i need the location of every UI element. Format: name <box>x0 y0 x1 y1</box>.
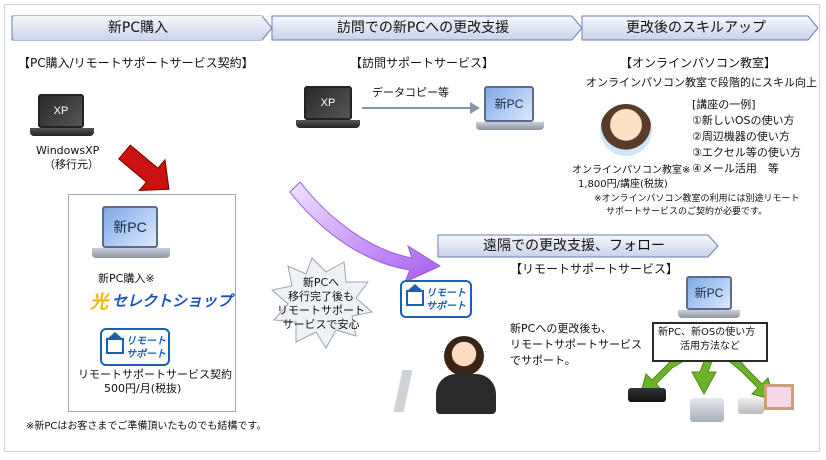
remote-logo-text-top: リモート <box>426 288 466 299</box>
course-item-4: ④メール活用 等 <box>692 162 779 175</box>
course-list-title: [講座の一例] <box>692 98 756 111</box>
new-pc-purchase-caption: 新PC購入※ <box>98 272 155 285</box>
course-item-1: ①新しいOSの使い方 <box>692 114 795 127</box>
house-roof-icon <box>106 332 124 340</box>
visit-old-laptop-screen: XP <box>304 86 352 120</box>
operator-avatar <box>444 336 484 376</box>
section4-subtitle: 【リモートサポートサービス】 <box>510 262 679 276</box>
copy-arrow-label: データコピー等 <box>372 86 449 99</box>
burst-line-3: リモートサポート <box>277 304 365 317</box>
online-class-note-1: ※オンラインパソコン教室の利用には別途リモート <box>594 194 800 204</box>
remote-new-laptop-screen: 新PC <box>686 276 732 310</box>
photo-frame-icon <box>764 384 794 410</box>
header-chevron-4 <box>437 234 719 258</box>
operator-body <box>436 374 496 414</box>
copy-arrow-head <box>470 102 480 114</box>
online-class-note-2: サポートサービスのご契約が必要です。 <box>606 207 768 217</box>
remote-contract-price: 500円/月(税抜) <box>104 382 182 395</box>
section1-subtitle: 【PC購入/リモートサポートサービス契約】 <box>18 56 254 70</box>
section2-subtitle: 【訪問サポートサービス】 <box>350 56 495 70</box>
instructor-avatar <box>600 104 652 156</box>
course-item-3: ③エクセル等の使い方 <box>692 146 801 159</box>
new-pc-footnote: ※新PCはお客さまでご準備頂いたものでも結構です。 <box>26 421 267 432</box>
new-laptop-screen: 新PC <box>102 206 158 248</box>
printer-icon <box>690 398 724 422</box>
visit-old-laptop-base <box>296 120 360 128</box>
header-remote-follow: 遠隔での更改支援、フォロー <box>483 238 665 254</box>
remote-desc-line-1: 新PCへの更改後も、 <box>510 322 612 335</box>
remote-new-laptop-base <box>678 310 740 318</box>
remote-logo-text-bottom: サポート <box>126 349 166 360</box>
header-visit-support: 訪問での新PCへの更改支援 <box>336 20 510 36</box>
header-skill-up: 更改後のスキルアップ <box>626 20 766 36</box>
shop-logo-text: セレクトショップ <box>112 293 233 310</box>
outer-frame <box>4 4 820 452</box>
red-arrow <box>118 144 170 192</box>
visit-new-laptop-screen: 新PC <box>484 86 534 122</box>
burst-shape <box>270 257 374 349</box>
burst-line-4: サービスで安心 <box>282 318 360 331</box>
howto-line-2: 活用方法など <box>680 341 740 352</box>
section3-subtitle: 【オンラインパソコン教室】 <box>620 56 777 70</box>
remote-support-logo-2: リモート サポート <box>400 280 472 318</box>
remote-logo-text-bottom: サポート <box>426 301 466 312</box>
header-new-pc: 新PC購入 <box>14 16 262 40</box>
shop-logo-mark: 光 <box>90 292 108 312</box>
burst-line-2: 移行完了後も <box>288 290 354 303</box>
burst-line-1: 新PCへ <box>302 276 340 289</box>
course-item-2: ②周辺機器の使い方 <box>692 130 790 143</box>
house-icon <box>406 290 424 306</box>
online-class-price: 1,800円/講座(税抜) <box>578 179 668 190</box>
new-laptop-base <box>92 248 170 258</box>
section3-tagline: オンラインパソコン教室で段階的にスキル向上 <box>586 76 817 89</box>
green-arrows <box>639 355 775 401</box>
house-roof-icon <box>406 284 424 292</box>
remote-logo-text-top: リモート <box>126 336 166 347</box>
visit-new-laptop-base <box>476 122 544 130</box>
old-laptop-screen: XP <box>38 94 84 128</box>
howto-box <box>652 322 768 362</box>
remote-desc-line-3: でサポート。 <box>510 354 576 367</box>
router-icon <box>628 388 666 402</box>
house-icon <box>106 338 124 354</box>
remote-contract-caption: リモートサポートサービス契約 <box>78 368 232 381</box>
header-chevron-2 <box>271 15 583 41</box>
old-laptop-base <box>30 128 94 136</box>
old-pc-caption-os: WindowsXP <box>36 144 100 157</box>
online-class-label: オンラインパソコン教室※ <box>572 165 691 176</box>
old-pc-caption-source: （移行元） <box>44 158 99 171</box>
remote-support-logo-1: リモート サポート <box>100 328 170 366</box>
howto-line-1: 新PC、新OSの使い方 <box>658 327 756 338</box>
header-chevron-3 <box>581 15 819 41</box>
camera-icon <box>738 398 764 414</box>
remote-desc-line-2: リモートサポートサービス <box>510 338 642 351</box>
